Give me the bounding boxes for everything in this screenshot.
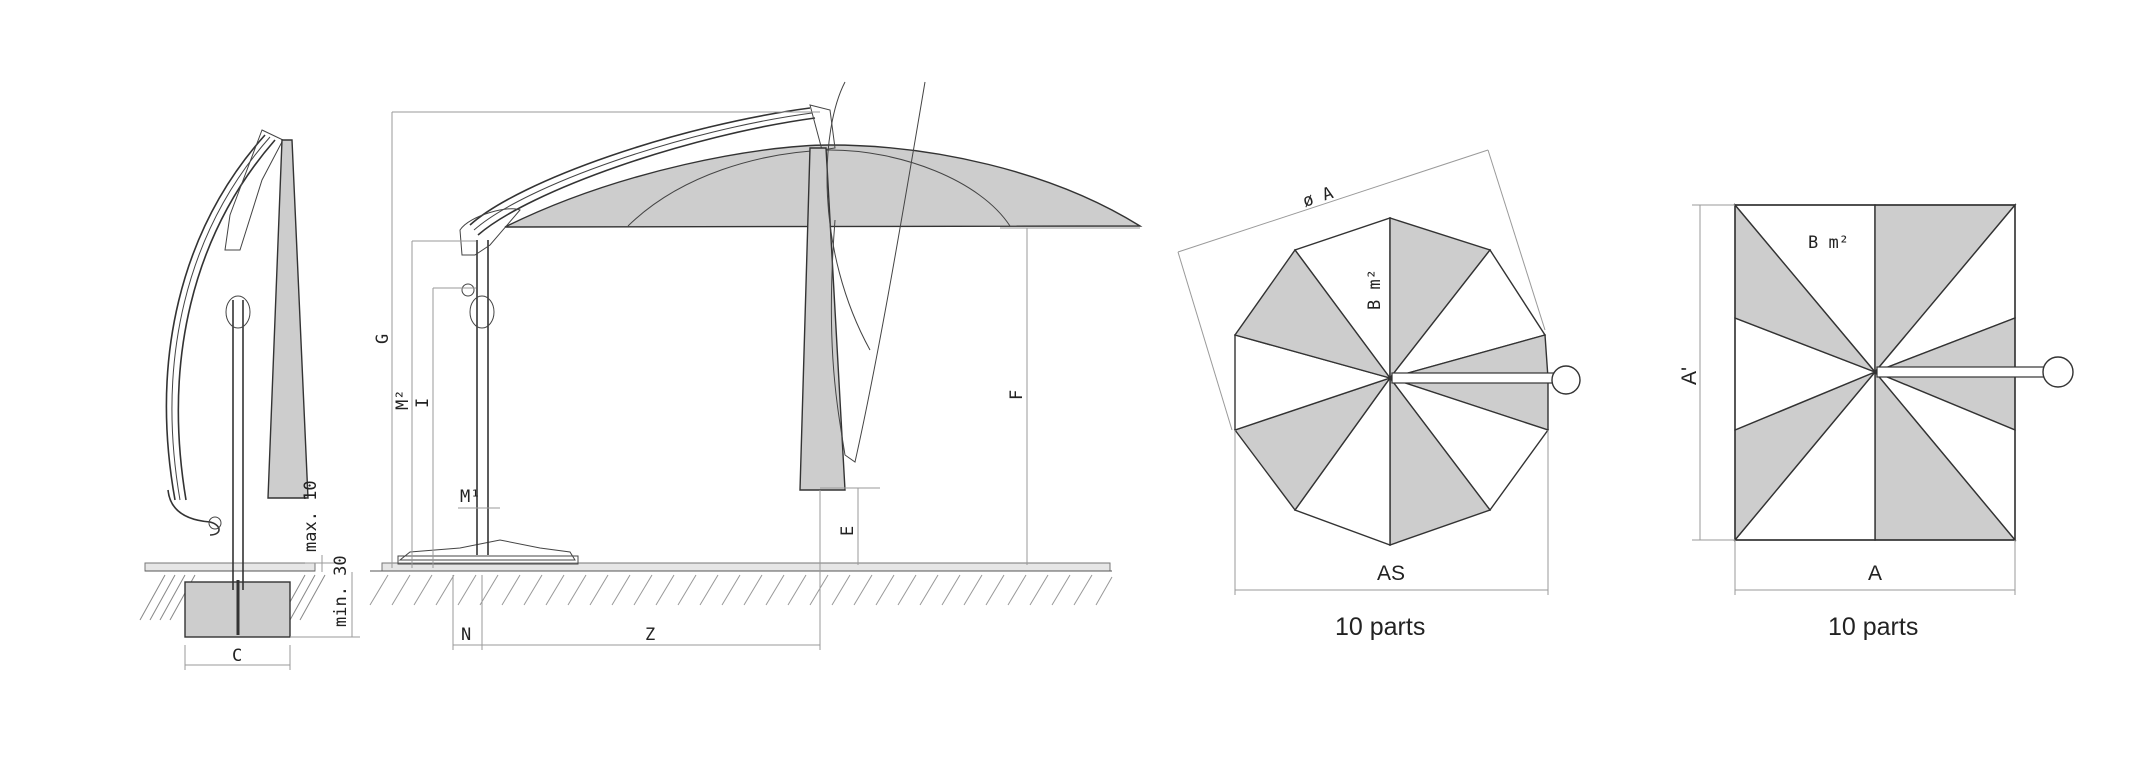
main-mast: [476, 240, 489, 555]
ground-paving-left: [144, 562, 316, 572]
folded-umbrella-view: C max. 10 min. 30: [139, 129, 360, 670]
label-a-prime: A': [1678, 367, 1701, 385]
square-top-view: B m² A' A 10 parts: [1678, 203, 2074, 641]
dimension-diameter-a: [1177, 149, 1546, 431]
dimension-i: [432, 287, 476, 568]
label-e: E: [838, 526, 858, 536]
label-as: AS: [1377, 562, 1405, 585]
ground-hatching-left: [139, 574, 326, 621]
dimension-m2: [411, 240, 476, 568]
caption-octagon-parts: 10 parts: [1335, 613, 1425, 641]
octagon-arm: [1391, 365, 1581, 395]
label-i: I: [413, 398, 433, 408]
side-elevation-view: G M² I M¹ N Z E: [369, 81, 1143, 650]
label-n: N: [461, 625, 471, 645]
dimension-a-prime: [1692, 204, 1735, 541]
label-max10: max. 10: [301, 480, 321, 552]
cross-base: [398, 539, 576, 561]
folded-canopy: [267, 139, 309, 499]
label-z: Z: [645, 625, 655, 645]
cantilever-arm: [469, 107, 816, 236]
rotation-arc-1: [826, 81, 871, 351]
dimension-a: [1734, 540, 2016, 595]
ground-hatching-right: [369, 574, 1113, 606]
dimension-n: [452, 575, 483, 650]
hanging-canopy-strip: [799, 147, 846, 491]
octagon-panels: [1233, 217, 1550, 547]
label-c: C: [232, 646, 242, 666]
label-diameter-a: ø A: [1300, 183, 1335, 212]
octagon-top-view: ø A B m² AS 10 parts: [1177, 149, 1581, 641]
label-g: G: [373, 334, 393, 344]
folded-curved-arm: [165, 134, 276, 501]
dimension-z: [482, 490, 821, 650]
label-min30: min. 30: [331, 555, 351, 627]
label-m1: M¹: [460, 487, 480, 507]
label-f: F: [1007, 390, 1027, 400]
dimension-c: [184, 645, 291, 670]
rotation-arc-2: [830, 81, 926, 463]
dimension-f: [1000, 227, 1140, 565]
dimension-max10: [305, 555, 345, 572]
label-a: A: [1868, 562, 1882, 585]
square-arm: [1876, 356, 2074, 388]
dimension-g: [391, 111, 820, 568]
dimension-e: [820, 487, 880, 565]
square-panels: [1733, 203, 2017, 542]
dimension-min30: [290, 572, 360, 638]
folded-pole: [232, 300, 244, 635]
ground-paving-right: [370, 562, 1112, 572]
label-bm2-square: B m²: [1808, 233, 1849, 253]
label-m2: M²: [393, 390, 413, 410]
label-bm2-octagon: B m²: [1365, 269, 1385, 310]
dimension-as: [1234, 430, 1549, 595]
caption-square-parts: 10 parts: [1828, 613, 1918, 641]
